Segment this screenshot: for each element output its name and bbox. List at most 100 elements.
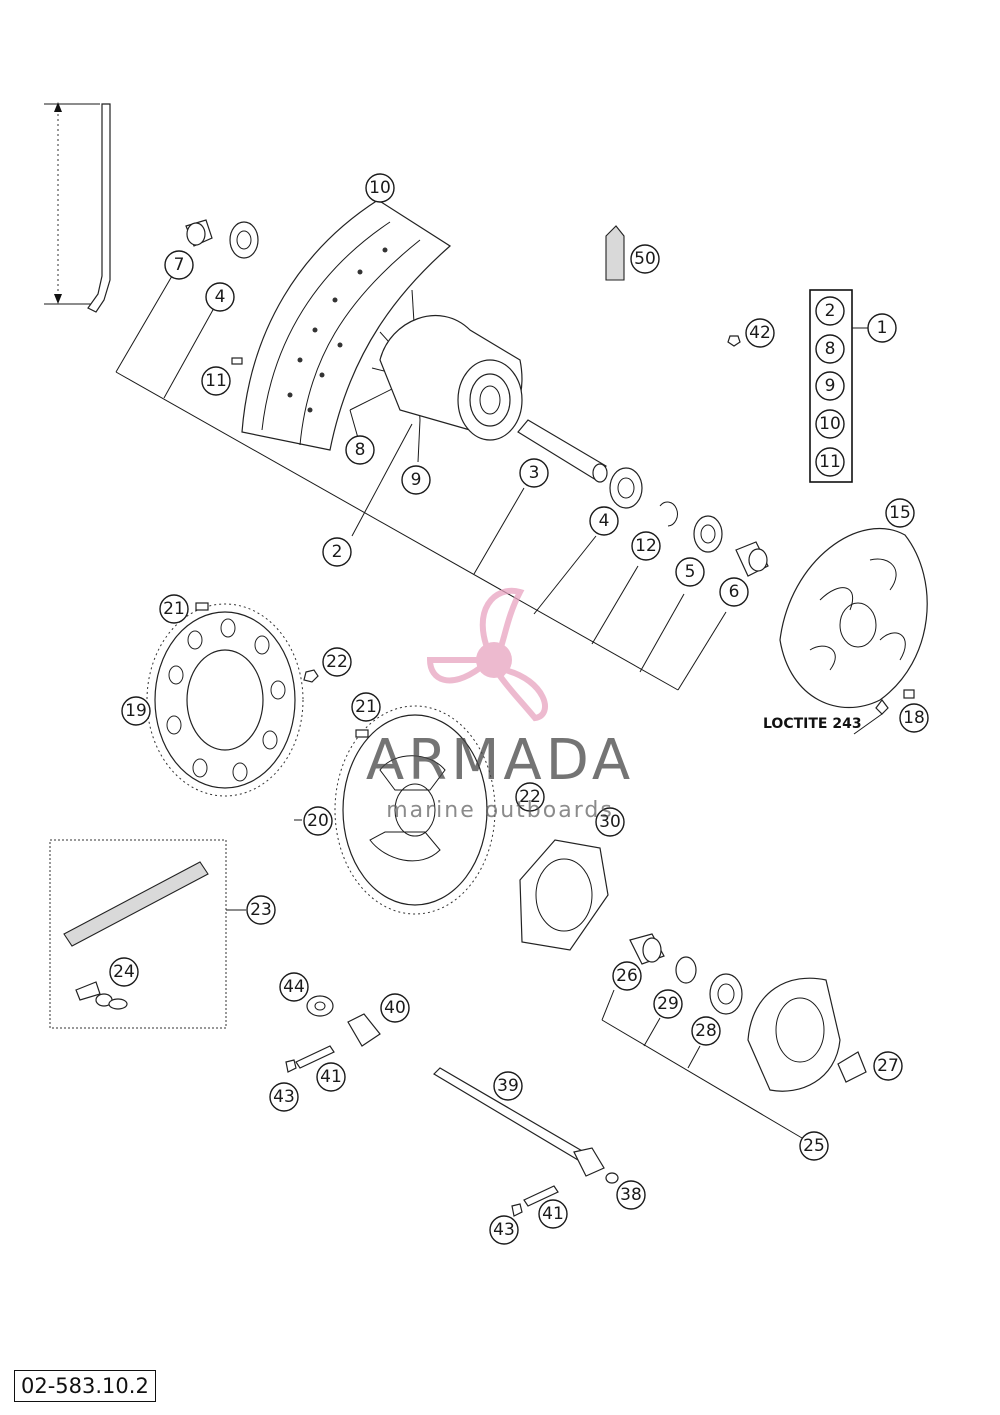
callout-43-a: 43 (269, 1082, 299, 1112)
callout-9: 9 (401, 465, 431, 495)
callout-8: 8 (345, 435, 375, 465)
nut-43-a (285, 1059, 297, 1073)
kit-item-11: 11 (815, 447, 845, 477)
svg-text:23: 23 (250, 900, 272, 920)
callout-28: 28 (691, 1016, 721, 1046)
callout-42-a: 41 (316, 1062, 346, 1092)
svg-text:9: 9 (411, 470, 422, 490)
callout-50: 50 (630, 244, 660, 274)
bolt-21-b (355, 729, 369, 738)
sprocket-19 (146, 603, 304, 797)
chain-23 (63, 861, 209, 947)
seal-5 (693, 515, 723, 553)
callout-29: 29 (653, 989, 683, 1019)
chain-adjuster-41 (347, 1013, 381, 1047)
callout-12: 12 (631, 531, 661, 561)
svg-text:22: 22 (519, 787, 541, 807)
callout-19: 19 (121, 696, 151, 726)
drawing-number: 02-583.10.2 (14, 1370, 156, 1402)
callout-22-b: 22 (515, 782, 545, 812)
callout-11: 11 (201, 366, 231, 396)
svg-text:9: 9 (825, 376, 836, 396)
svg-text:38: 38 (620, 1185, 642, 1205)
callout-23: 23 (246, 895, 276, 925)
callout-43-b: 43 (489, 1215, 519, 1245)
callout-27: 27 (873, 1051, 903, 1081)
bearing-28 (709, 973, 743, 1015)
sprocket-carrier-25 (747, 977, 841, 1092)
callout-7: 7 (164, 250, 194, 280)
bearing-4-right (609, 467, 643, 509)
callout-42-b: 41 (538, 1199, 568, 1229)
callout-5: 5 (675, 557, 705, 587)
svg-text:7: 7 (174, 255, 185, 275)
svg-text:27: 27 (877, 1056, 899, 1076)
svg-text:25: 25 (803, 1136, 825, 1156)
callout-22-a: 22 (322, 647, 352, 677)
callout-21-b: 21 (351, 692, 381, 722)
brake-disc-15 (779, 528, 928, 709)
callout-6: 6 (719, 577, 749, 607)
callout-2: 2 (322, 537, 352, 567)
callout-25: 25 (799, 1131, 829, 1161)
svg-text:10: 10 (819, 414, 841, 434)
svg-text:39: 39 (497, 1076, 519, 1096)
bushing-44 (306, 995, 334, 1017)
axle-sleeve-3 (517, 419, 608, 483)
svg-text:3: 3 (529, 463, 540, 483)
nut-39 (605, 1172, 619, 1184)
callout-38: 42 (745, 318, 775, 348)
svg-text:8: 8 (825, 339, 836, 359)
callout-4-b: 4 (589, 506, 619, 536)
svg-text:15: 15 (889, 503, 911, 523)
svg-text:19: 19 (125, 701, 147, 721)
svg-text:44: 44 (283, 977, 305, 997)
callout-30: 30 (595, 807, 625, 837)
callout-18: 18 (899, 703, 929, 733)
svg-text:43: 43 (493, 1220, 515, 1240)
svg-text:18: 18 (903, 708, 925, 728)
nut-22-a (303, 669, 319, 683)
svg-text:22: 22 (326, 652, 348, 672)
spoke-drawing (44, 102, 111, 313)
svg-text:6: 6 (729, 582, 740, 602)
svg-text:21: 21 (355, 697, 377, 717)
callout-1: 1 (867, 313, 897, 343)
watermark-logo (426, 587, 548, 722)
watermark-brand: ARMADA (365, 728, 635, 793)
sprocket-20 (334, 705, 496, 915)
svg-text:43: 43 (273, 1087, 295, 1107)
bolt-42-a (295, 1045, 335, 1069)
callout-4-a: 4 (205, 282, 235, 312)
callout-41: 40 (380, 993, 410, 1023)
svg-text:41: 41 (542, 1204, 564, 1224)
kit-item-8: 8 (815, 334, 845, 364)
svg-text:2: 2 (825, 301, 836, 321)
svg-text:24: 24 (113, 962, 135, 982)
gasket-30 (519, 839, 609, 951)
callout-15: 15 (885, 498, 915, 528)
callout-10: 10 (365, 173, 395, 203)
kit-item-2: 2 (815, 296, 845, 326)
callout-3: 3 (519, 458, 549, 488)
axle-40 (433, 1067, 605, 1177)
spacer-26 (629, 933, 665, 965)
circlip-12 (659, 501, 678, 527)
callout-44: 44 (279, 972, 309, 1002)
callout-20: 20 (303, 806, 333, 836)
callout-21-a: 21 (159, 594, 189, 624)
damper-27 (837, 1051, 867, 1083)
callout-24: 24 (109, 957, 139, 987)
svg-text:26: 26 (616, 966, 638, 986)
svg-text:11: 11 (205, 371, 227, 391)
rear-hub (379, 314, 523, 441)
svg-text:11: 11 (819, 452, 841, 472)
nut-38 (727, 335, 741, 347)
svg-text:5: 5 (685, 562, 696, 582)
svg-text:2: 2 (332, 542, 343, 562)
loctite-note: LOCTITE 243 (763, 716, 862, 732)
svg-text:21: 21 (163, 599, 185, 619)
bolt-21-a (195, 602, 209, 611)
svg-text:50: 50 (634, 249, 656, 269)
bolt-42-b (523, 1185, 559, 1207)
